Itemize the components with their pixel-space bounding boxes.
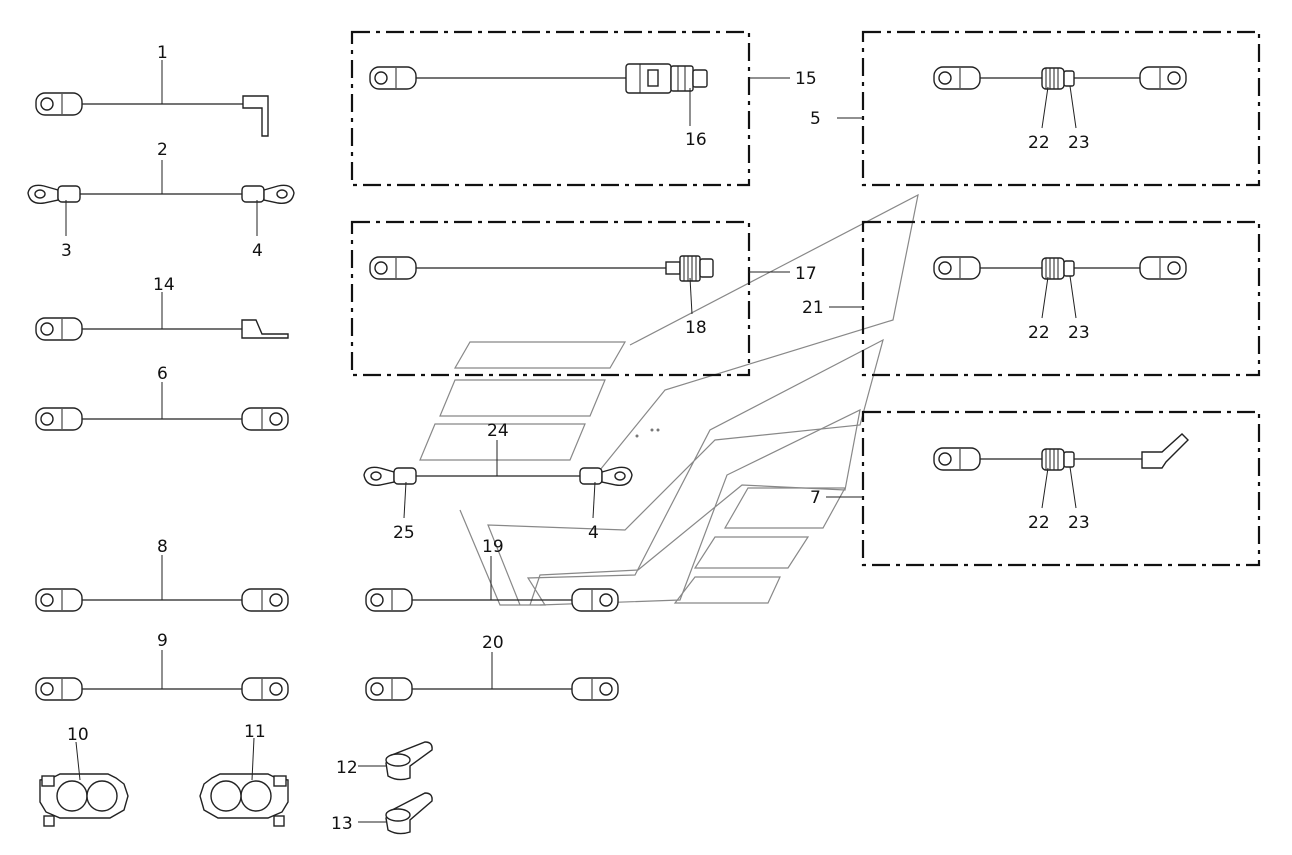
callout-20: 20 — [482, 633, 504, 653]
callout-22c: 22 — [1028, 513, 1050, 533]
callout-19: 19 — [482, 537, 504, 557]
group-box-21 — [861, 220, 1261, 377]
cable-7[interactable] — [826, 433, 1189, 509]
callout-17: 17 — [795, 264, 817, 284]
callout-3: 3 — [61, 241, 72, 261]
callout-21: 21 — [802, 298, 824, 318]
callout-10: 10 — [67, 725, 89, 745]
cable-9[interactable] — [35, 650, 289, 701]
callout-24: 24 — [487, 421, 509, 441]
group-box-17 — [350, 220, 751, 377]
callout-6: 6 — [157, 364, 168, 384]
cable-19[interactable] — [365, 556, 619, 612]
cable-17[interactable] — [369, 255, 790, 315]
callout-4b: 4 — [588, 523, 599, 543]
group-box-5 — [861, 30, 1261, 187]
group-box-7 — [861, 410, 1261, 567]
cable-20[interactable] — [365, 652, 619, 701]
cable-6[interactable] — [35, 382, 289, 431]
cable-21[interactable] — [829, 256, 1187, 319]
callout-13: 13 — [331, 814, 353, 834]
callout-labels: 1 2 3 4 14 6 8 9 10 11 12 13 15 16 17 18… — [61, 43, 1090, 834]
callout-18: 18 — [685, 318, 707, 338]
callout-5: 5 — [810, 109, 821, 129]
terminal-boot-12[interactable] — [358, 741, 433, 781]
callout-23c: 23 — [1068, 513, 1090, 533]
callout-16: 16 — [685, 130, 707, 150]
callout-1: 1 — [157, 43, 168, 63]
terminal-boot-13[interactable] — [358, 792, 433, 835]
callout-23a: 23 — [1068, 133, 1090, 153]
callout-25: 25 — [393, 523, 415, 543]
cable-8[interactable] — [35, 555, 289, 612]
cable-5[interactable] — [837, 66, 1187, 129]
callout-14: 14 — [153, 275, 175, 295]
callout-11: 11 — [244, 722, 266, 742]
callout-4: 4 — [252, 241, 263, 261]
callout-22b: 22 — [1028, 323, 1050, 343]
callout-22a: 22 — [1028, 133, 1050, 153]
cable-2[interactable] — [27, 160, 295, 236]
terminal-clamp-11[interactable] — [199, 737, 289, 827]
background-outline — [419, 193, 919, 606]
callout-8: 8 — [157, 537, 168, 557]
callout-9: 9 — [157, 631, 168, 651]
cable-15[interactable] — [369, 63, 790, 126]
terminal-clamp-10[interactable] — [39, 741, 129, 827]
callout-2: 2 — [157, 140, 168, 160]
cable-24[interactable] — [363, 440, 633, 519]
cable-14[interactable] — [35, 292, 289, 341]
callout-12: 12 — [336, 758, 358, 778]
cable-1[interactable] — [35, 60, 269, 137]
callout-15: 15 — [795, 69, 817, 89]
group-box-15 — [350, 30, 751, 187]
callout-23b: 23 — [1068, 323, 1090, 343]
callout-7: 7 — [810, 488, 821, 508]
